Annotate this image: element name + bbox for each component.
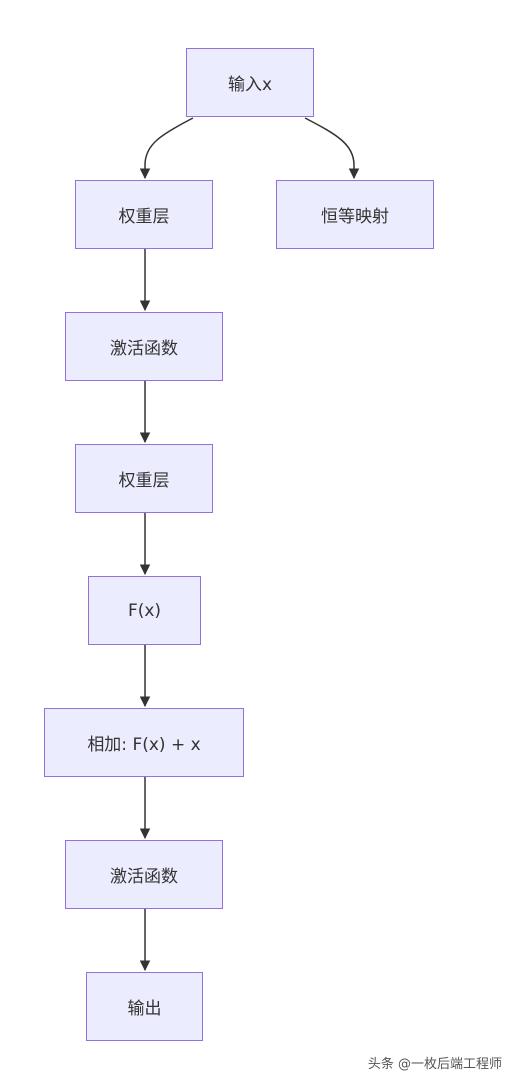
node-activation-2: 激活函数 xyxy=(65,840,223,909)
node-activation-1: 激活函数 xyxy=(65,312,223,381)
node-output: 输出 xyxy=(86,972,203,1041)
node-add: 相加: F(x) + x xyxy=(44,708,244,777)
node-identity-mapping: 恒等映射 xyxy=(276,180,434,249)
node-weight-layer-2: 权重层 xyxy=(75,444,213,513)
edge-input-to-identity xyxy=(304,117,360,180)
node-weight-layer-1: 权重层 xyxy=(75,180,213,249)
edge-input-to-weight1 xyxy=(139,117,194,180)
node-input: 输入x xyxy=(186,48,314,117)
watermark-text: 头条 @一枚后端工程师 xyxy=(367,1057,502,1072)
node-fx: F(x) xyxy=(88,576,201,645)
